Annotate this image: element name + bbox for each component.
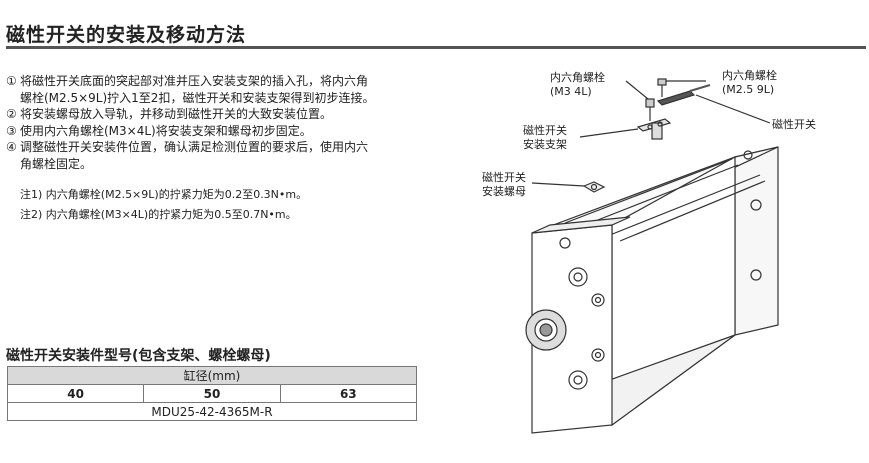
step-number: ② bbox=[6, 107, 17, 121]
procedure-steps: ① 将磁性开关底面的突起部对准并压入安装支架的插入孔，将内六角 螺栓(M2.5×… bbox=[6, 73, 426, 172]
step-number: ③ bbox=[6, 123, 17, 138]
label-bolt-m3: 内六角螺栓 (M3 4L) bbox=[550, 71, 605, 98]
bore-size-cell: 40 bbox=[6, 384, 145, 403]
step-1: ① 将磁性开关底面的突起部对准并压入安装支架的插入孔，将内六角 螺栓(M2.5×… bbox=[6, 73, 426, 106]
torque-notes: 注1) 内六角螺栓(M2.5×9L)的拧紧力矩为0.2至0.3N•m。 注2) … bbox=[20, 185, 307, 225]
step-4: ④ 调整磁性开关安装件位置，确认满足检测位置的要求后，使用内六 角螺栓固定。 bbox=[6, 139, 426, 172]
bore-header: 缸径(mm) bbox=[7, 366, 417, 385]
step-text-line: 角螺栓固定。 bbox=[20, 156, 93, 171]
note-1: 注1) 内六角螺栓(M2.5×9L)的拧紧力矩为0.2至0.3N•m。 bbox=[20, 188, 308, 201]
step-number: ④ bbox=[6, 140, 17, 154]
label-nut: 磁性开关 安装螺母 bbox=[482, 171, 526, 198]
kit-table: 缸径(mm) 40 50 63 MDU25-42-4365M-R bbox=[6, 366, 418, 421]
step-text-line: 螺栓(M2.5×9L)拧入1至2扣，磁性开关和安装支架得到初步连接。 bbox=[20, 90, 375, 105]
step-text-line: 将磁性开关底面的突起部对准并压入安装支架的插入孔，将内六角 bbox=[20, 74, 369, 88]
step-3: ③ 使用内六角螺栓(M3×4L)将安装支架和螺母初步固定。 bbox=[6, 123, 426, 140]
cylinder-illustration bbox=[525, 78, 779, 434]
bore-size-cell: 63 bbox=[279, 384, 418, 403]
step-text-line: 将安装螺母放入导轨，并移动到磁性开关的大致安装位置。 bbox=[20, 107, 333, 121]
page-title: 磁性开关的安装及移动方法 bbox=[6, 24, 247, 46]
label-switch: 磁性开关 bbox=[772, 118, 816, 131]
title-divider bbox=[6, 46, 866, 49]
kit-title: 磁性开关安装件型号(包含支架、螺栓螺母) bbox=[6, 348, 271, 364]
label-bracket: 磁性开关 安装支架 bbox=[523, 124, 567, 151]
step-2: ② 将安装螺母放入导轨，并移动到磁性开关的大致安装位置。 bbox=[6, 106, 426, 123]
label-bolt-m25: 内六角螺栓 (M2.5 9L) bbox=[722, 69, 777, 96]
step-number: ① bbox=[6, 74, 17, 88]
mounting-diagram: 内六角螺栓 (M3 4L) 内六角螺栓 (M2.5 9L) 磁性开关 磁性开关 … bbox=[470, 55, 869, 463]
step-text-line: 调整磁性开关安装件位置，确认满足检测位置的要求后，使用内六 bbox=[20, 140, 369, 154]
note-2: 注2) 内六角螺栓(M3×4L)的拧紧力矩为0.5至0.7N•m。 bbox=[20, 208, 297, 221]
bore-size-cell: 50 bbox=[143, 384, 281, 403]
part-number-cell: MDU25-42-4365M-R bbox=[7, 402, 417, 421]
step-text-line: 使用内六角螺栓(M3×4L)将安装支架和螺母初步固定。 bbox=[20, 123, 312, 138]
